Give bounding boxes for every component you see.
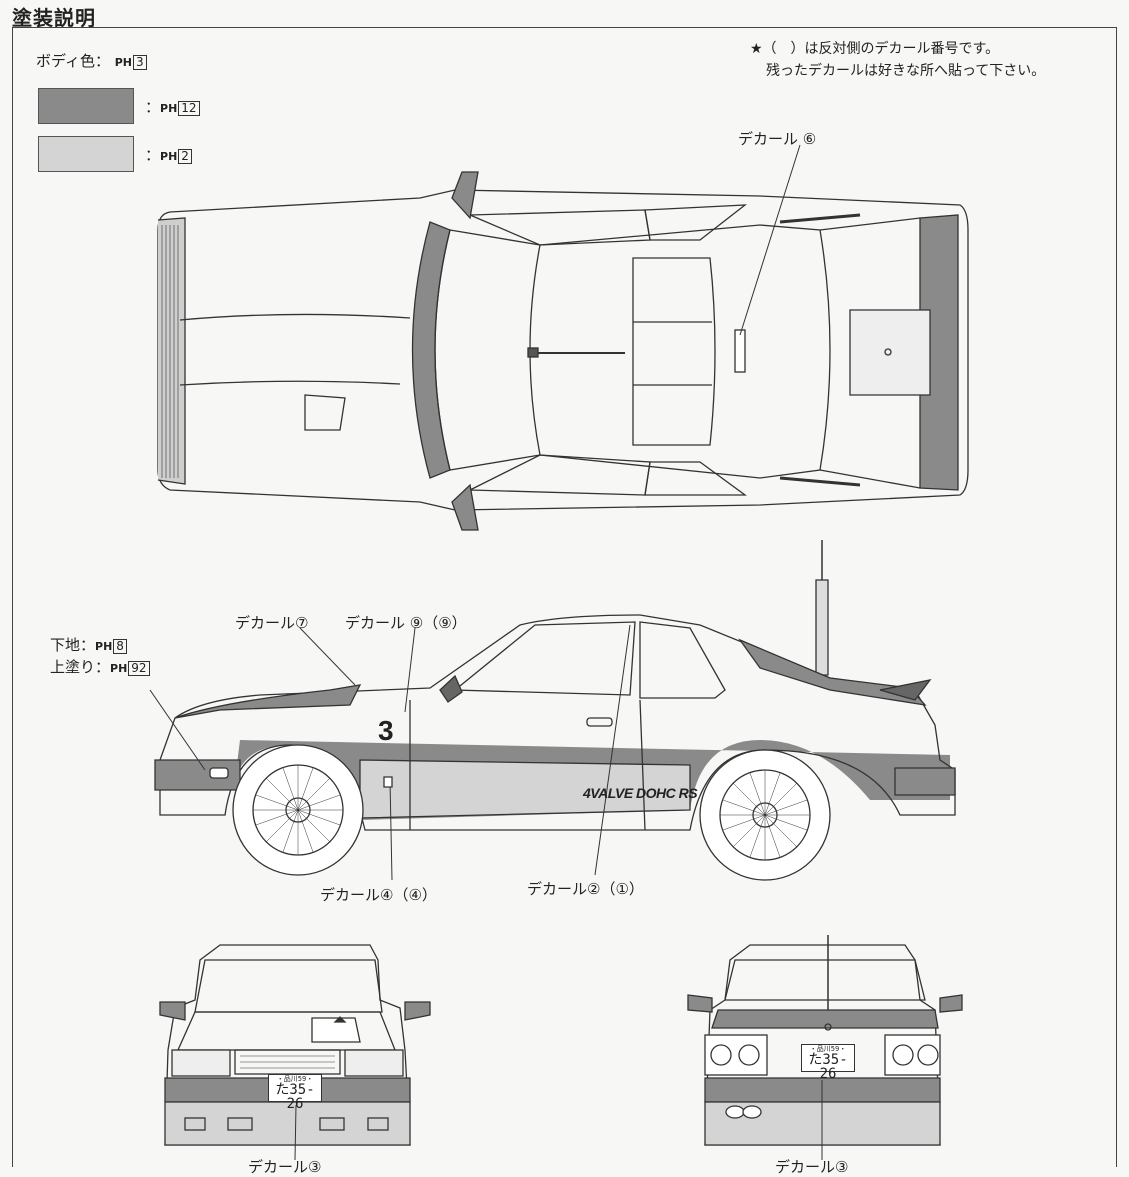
- front-license-plate: ・品川59・た35-26: [268, 1074, 322, 1111]
- top-view: [157, 144, 969, 531]
- door-number: 3: [378, 715, 394, 746]
- decal-6-label: デカール ⑥: [738, 130, 817, 148]
- front-view: [159, 944, 431, 1161]
- front-wheel: [232, 744, 364, 876]
- swatch-light: [38, 136, 134, 172]
- decal-4-label: デカール④（④）: [320, 886, 437, 904]
- dark-color-code: 12: [178, 101, 200, 116]
- ph-mark: PH: [114, 56, 133, 69]
- note-line-1: ★（ ）は反対側のデカール番号です。: [750, 41, 1000, 57]
- side-logo-decal: 4VALVE DOHC RS: [583, 785, 698, 801]
- decal-2-label: デカール②（①）: [527, 880, 644, 898]
- decal-3-front-label: デカール③: [248, 1158, 322, 1176]
- rear-wheel: [699, 749, 831, 881]
- note-line-2: 残ったデカールは好きな所へ貼って下さい。: [766, 63, 1046, 79]
- mirror-top-code: 92: [128, 661, 150, 676]
- side-view: [149, 540, 956, 881]
- rear-license-plate: ・品川59・た35-26: [801, 1044, 855, 1081]
- body-color-code: 3: [133, 55, 147, 70]
- decal-7-label: デカール⑦: [235, 614, 309, 632]
- mirror-base-code: 8: [113, 639, 127, 654]
- legend-body-label: ボディ色：: [36, 52, 110, 70]
- decal-9-label: デカール ⑨（⑨）: [345, 614, 467, 632]
- light-color-code: 2: [178, 149, 192, 164]
- rear-view: [687, 935, 963, 1160]
- decal-3-rear-label: デカール③: [775, 1158, 849, 1176]
- page-title: 塗装説明: [12, 6, 96, 30]
- swatch-dark: [38, 88, 134, 124]
- instruction-frame: [12, 27, 1117, 1167]
